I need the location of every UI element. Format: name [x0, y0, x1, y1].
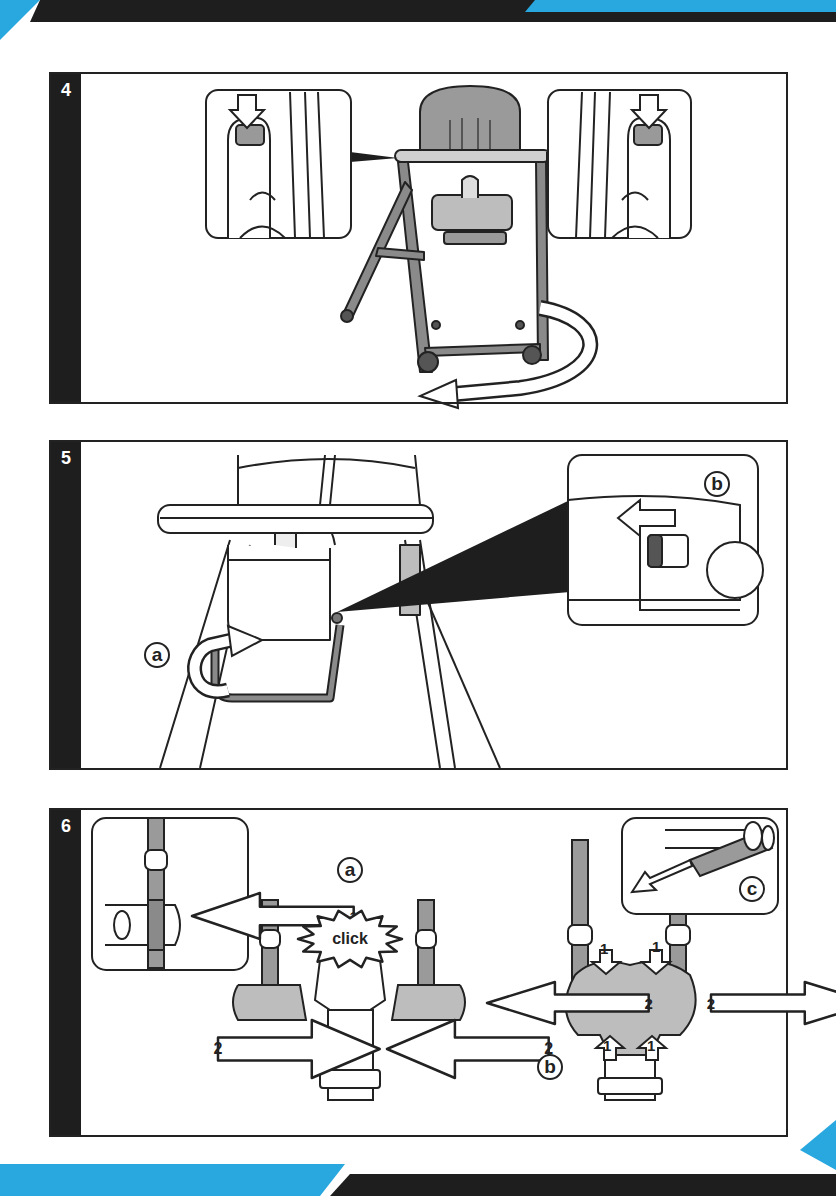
arrow-shape	[487, 982, 649, 1024]
step-panel: 5 a b	[49, 440, 788, 770]
callout-text: b	[544, 1056, 556, 1078]
callout-text: click	[332, 930, 368, 948]
callout-number: 1	[647, 1037, 655, 1054]
callout-number: 1	[603, 1037, 611, 1054]
callout-letter: c	[739, 876, 765, 902]
step-band: 4	[51, 74, 81, 402]
callout-text: b	[711, 473, 723, 495]
step-band: 6	[51, 810, 81, 1135]
step-panel: 4	[49, 72, 788, 404]
step-panel: 61aclick22c22b	[49, 808, 788, 1137]
callout-text: 4	[51, 74, 81, 101]
callout-number: 1	[600, 940, 608, 957]
arrow-shape	[387, 1020, 549, 1078]
callout-text: 2	[707, 995, 715, 1012]
callout-text: 2	[214, 1040, 223, 1058]
numbered-arrow: 2	[487, 982, 649, 1024]
callout-letter: b	[537, 1054, 563, 1080]
arrow-shape	[218, 1020, 380, 1078]
callout-letter: a	[144, 642, 170, 668]
callout-text: 5	[51, 442, 81, 469]
click-starburst: click	[298, 910, 402, 968]
callout-letter: b	[704, 471, 730, 497]
numbered-arrow: 2	[711, 982, 836, 1024]
callout-text: 2	[645, 995, 653, 1012]
step-band: 5	[51, 442, 81, 768]
callout-number: 1	[652, 938, 660, 955]
callout-text: a	[345, 859, 356, 881]
callout-text: a	[152, 644, 163, 666]
callout-text: 6	[51, 810, 81, 837]
numbered-arrow: 2	[218, 1020, 380, 1078]
callout-text: c	[747, 878, 758, 900]
numbered-arrow: 2	[387, 1020, 549, 1078]
arrow-shape	[711, 982, 836, 1024]
callout-letter: a	[337, 857, 363, 883]
